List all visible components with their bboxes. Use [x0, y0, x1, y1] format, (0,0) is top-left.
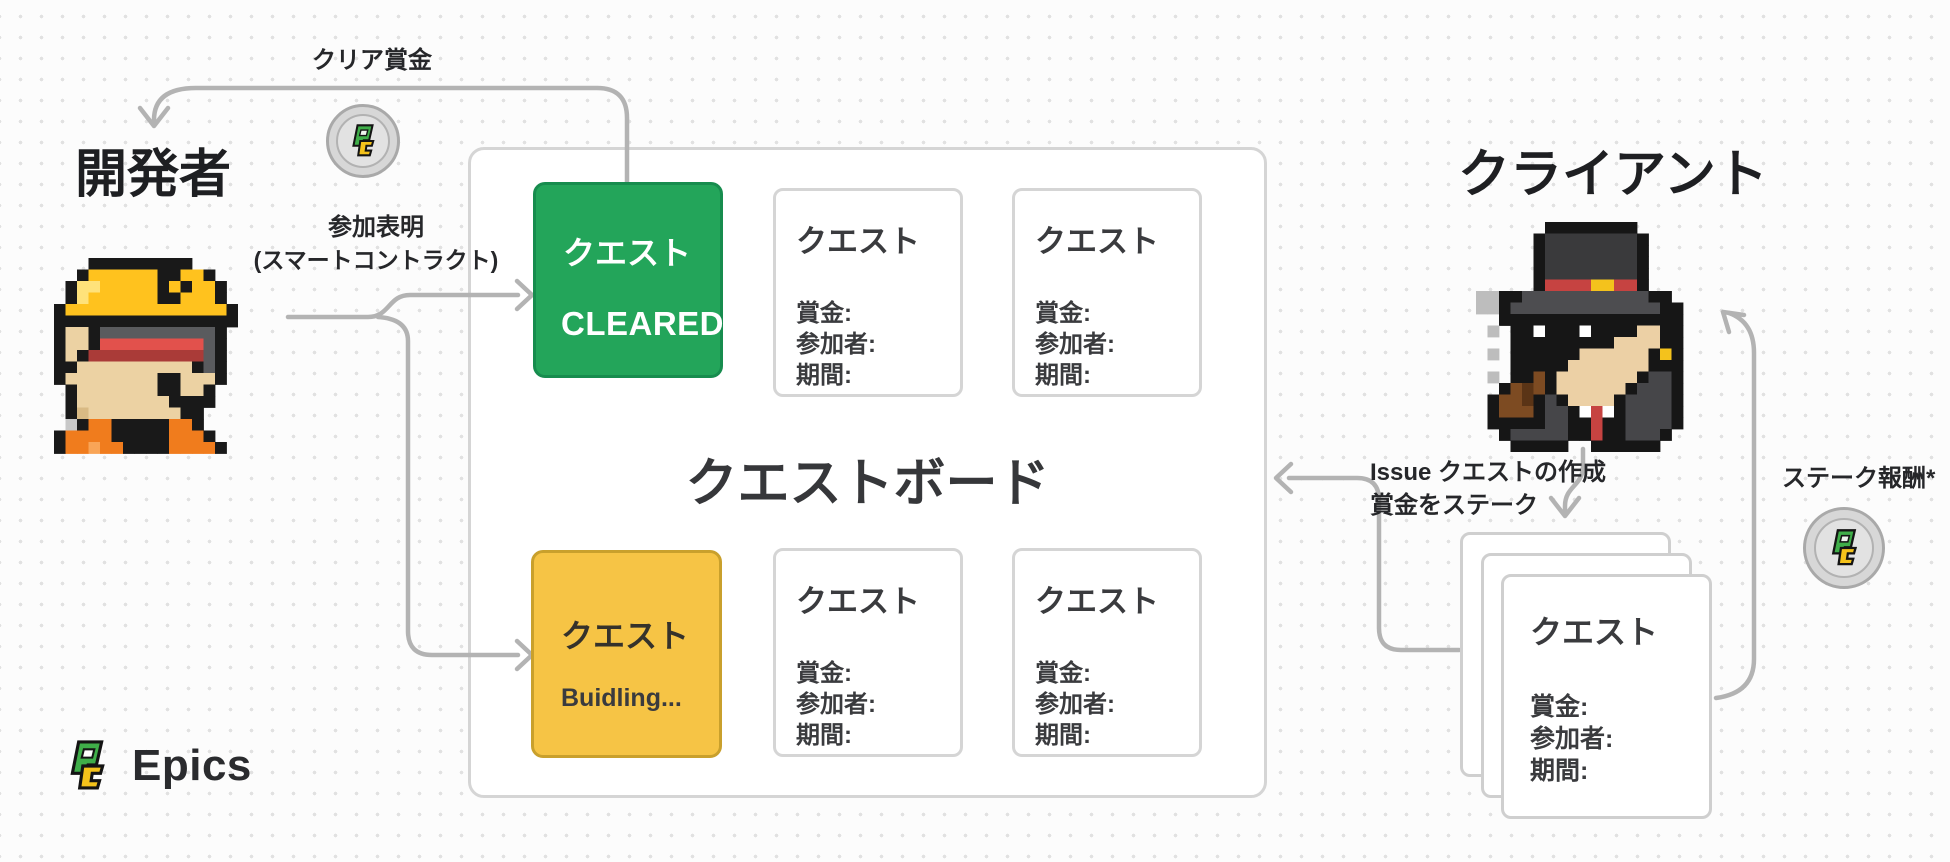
developer-heading: 開発者 — [75, 146, 232, 204]
epics-logo-icon — [1831, 529, 1858, 566]
building-card-title: クエスト — [561, 618, 690, 654]
brand-name: Epics — [132, 741, 252, 790]
quest-card-open: クエスト 賞金: 参加者: 期間: — [773, 548, 963, 757]
quest-board-title: クエストボード — [685, 455, 1050, 513]
field-participants: 参加者: — [1530, 725, 1614, 753]
issue-arrowhead-icon — [1273, 461, 1294, 495]
field-reward: 賞金: — [796, 300, 852, 327]
field-period: 期間: — [1530, 757, 1589, 785]
field-reward: 賞金: — [1530, 693, 1589, 721]
field-reward: 賞金: — [796, 660, 852, 687]
quest-card-fields: 賞金: 参加者: 期間: — [796, 658, 960, 751]
epics-logo-icon — [352, 124, 375, 157]
issued-quest-card-front: クエスト 賞金: 参加者: 期間: — [1501, 574, 1712, 819]
field-reward: 賞金: — [1035, 660, 1091, 687]
field-period: 期間: — [796, 362, 852, 389]
clear-reward-label: クリア賞金 — [312, 47, 432, 74]
participation-label-line1: 参加表明 — [328, 214, 424, 241]
field-participants: 参加者: — [796, 331, 876, 358]
stake-reward-arrow — [1713, 310, 1757, 701]
quest-card-title: クエスト — [1035, 584, 1159, 619]
clear-reward-arrowhead-icon — [137, 105, 171, 129]
quest-card-title: クエスト — [796, 584, 920, 619]
coin-inner-ring — [1813, 517, 1875, 579]
participation-label: 参加表明 (スマートコントラクト) — [236, 212, 516, 276]
cleared-card-title: クエスト — [563, 235, 692, 271]
field-period: 期間: — [796, 722, 852, 749]
client-avatar — [1476, 222, 1695, 457]
field-participants: 参加者: — [1035, 691, 1115, 718]
quest-card-title: クエスト — [1530, 614, 1659, 650]
stake-reward-label: ステーク報酬* — [1782, 465, 1936, 492]
field-participants: 参加者: — [1035, 331, 1115, 358]
quest-card-building: クエスト Buidling... — [531, 550, 722, 758]
field-reward: 賞金: — [1035, 300, 1091, 327]
quest-card-fields: 賞金: 参加者: 期間: — [1530, 691, 1709, 787]
issue-quest-label: Issue クエストの作成 賞金をステーク — [1370, 456, 1606, 522]
quest-card-fields: 賞金: 参加者: 期間: — [1035, 658, 1199, 751]
cleared-card-status: CLEARED — [561, 305, 725, 342]
epics-coin-icon — [326, 104, 400, 178]
field-participants: 参加者: — [796, 691, 876, 718]
quest-card-open: クエスト 賞金: 参加者: 期間: — [773, 188, 963, 397]
brand-logo: Epics — [64, 738, 252, 794]
quest-card-title: クエスト — [1035, 224, 1159, 259]
quest-card-title: クエスト — [796, 224, 920, 259]
quest-card-cleared: クエスト CLEARED — [533, 182, 725, 378]
field-period: 期間: — [1035, 362, 1091, 389]
coin-inner-ring — [335, 113, 391, 169]
epics-coin-icon — [1803, 507, 1885, 589]
field-period: 期間: — [1035, 722, 1091, 749]
quest-card-open: クエスト 賞金: 参加者: 期間: — [1012, 548, 1202, 757]
quest-card-fields: 賞金: 参加者: 期間: — [1035, 298, 1199, 391]
quest-card-fields: 賞金: 参加者: 期間: — [796, 298, 960, 391]
stake-reward-arrowhead-icon — [1720, 309, 1747, 335]
building-card-status: Buidling... — [561, 684, 682, 712]
issue-label-line1: Issue クエストの作成 — [1370, 459, 1607, 486]
epics-logo-icon — [70, 740, 105, 790]
quest-card-open: クエスト 賞金: 参加者: 期間: — [1012, 188, 1202, 397]
participation-label-line2: (スマートコントラクト) — [253, 247, 499, 273]
issue-label-line2: 賞金をステーク — [1370, 492, 1538, 519]
developer-avatar — [54, 258, 239, 459]
client-heading: クライアント — [1458, 146, 1768, 204]
